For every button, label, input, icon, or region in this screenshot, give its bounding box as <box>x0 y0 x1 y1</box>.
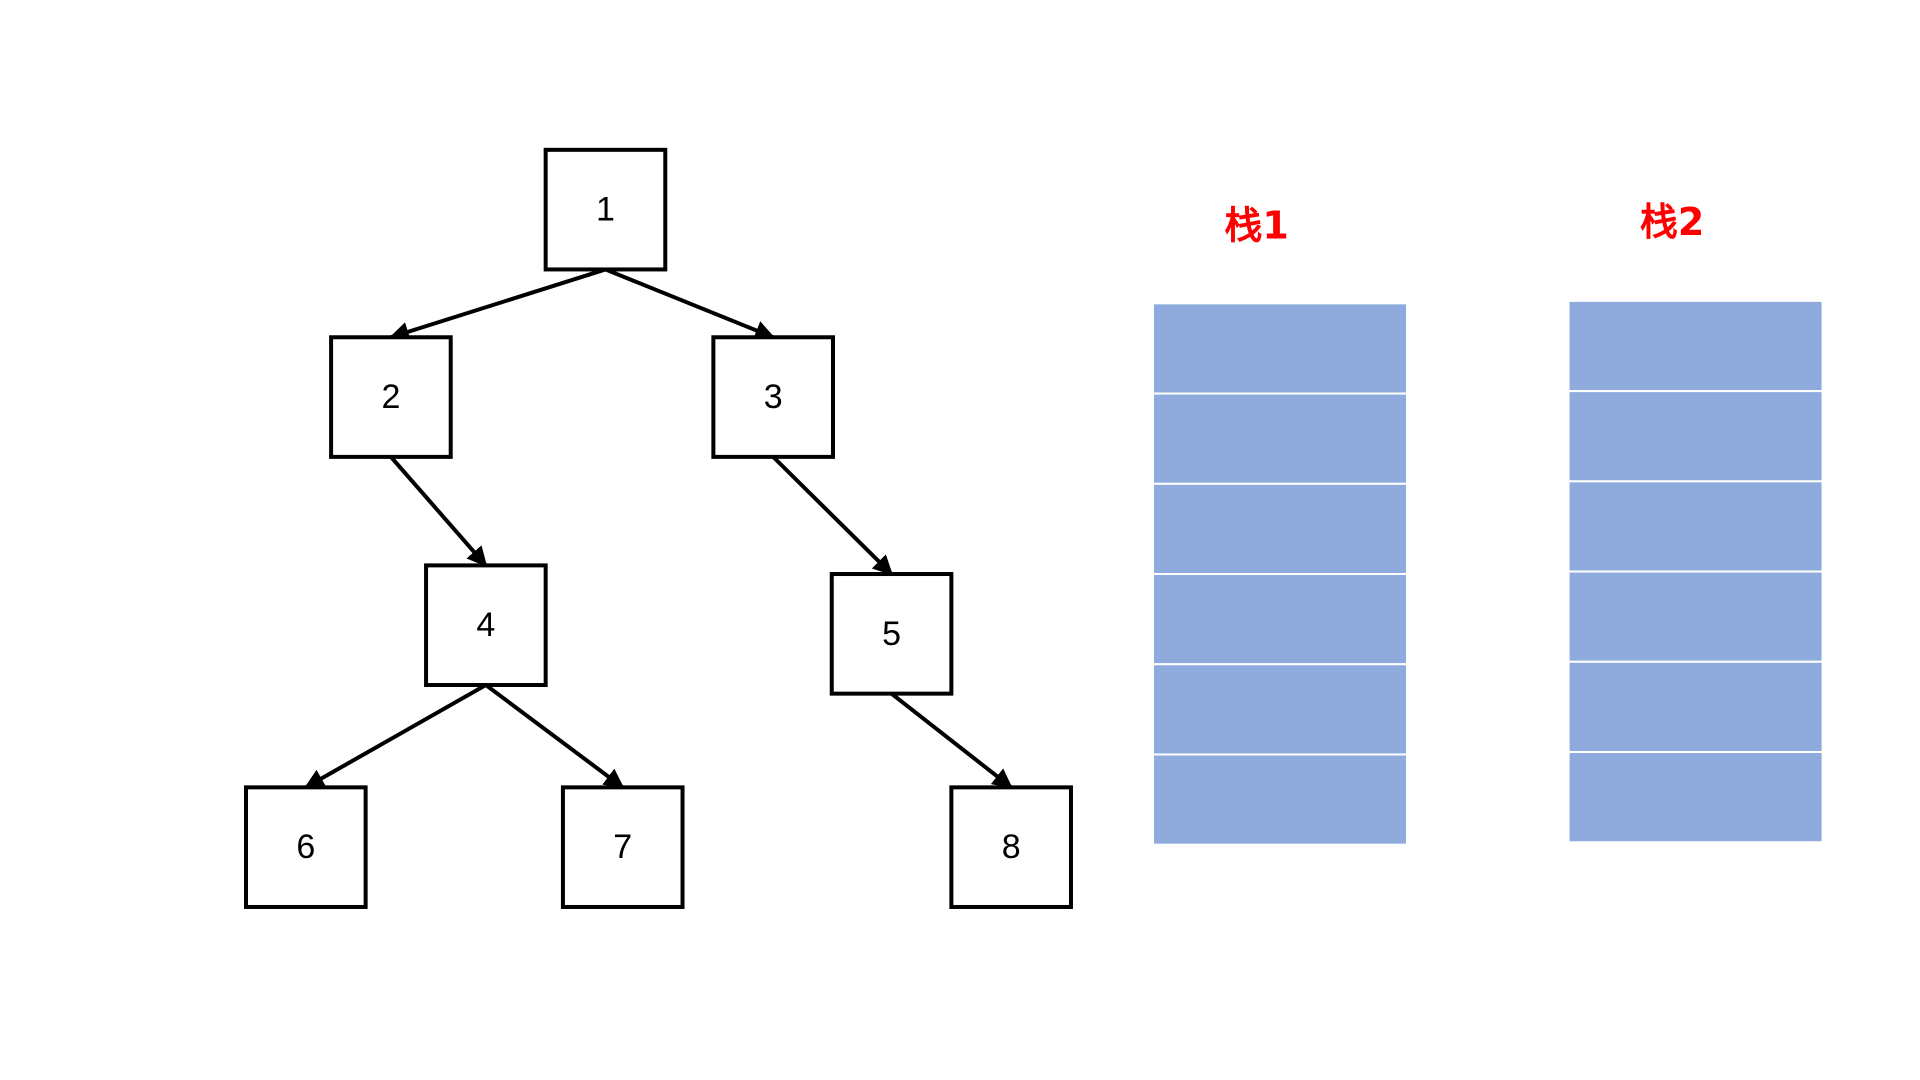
tree-node-box <box>560 785 685 909</box>
tree-node-label: 4 <box>476 606 495 644</box>
stack-1-slot <box>1151 663 1409 756</box>
tree-nodes: 1 2 3 4 5 6 7 8 <box>244 147 1073 909</box>
tree-edges <box>304 267 1013 790</box>
stack-1-slot <box>1151 302 1409 395</box>
tree-node-label: 8 <box>1002 828 1021 866</box>
tree-node-label: 5 <box>882 615 901 653</box>
tree-edge-4-7 <box>484 683 625 789</box>
stack-1-slot <box>1151 482 1409 576</box>
tree-edge-3-5 <box>771 455 893 576</box>
tree-node-box <box>543 147 668 272</box>
stack-2-slot <box>1567 751 1824 844</box>
tree-node-4: 4 <box>424 563 548 688</box>
tree-node-7: 7 <box>560 785 685 909</box>
tree-node-box <box>949 785 1073 909</box>
tree-edge-1-2 <box>388 267 607 342</box>
stack-1-slot <box>1151 392 1409 485</box>
tree-node-6: 6 <box>244 785 368 909</box>
tree-edge-1-3 <box>604 267 776 340</box>
tree-node-8: 8 <box>949 785 1073 909</box>
stack-2-slot <box>1567 390 1824 483</box>
tree-node-2: 2 <box>329 335 453 459</box>
tree-edge-2-4 <box>389 455 488 567</box>
stack-2: 栈2 <box>1567 200 1824 844</box>
stack-2-slot <box>1567 299 1824 393</box>
stack-2-slot <box>1567 570 1824 663</box>
stack-2-title: 栈2 <box>1640 200 1704 244</box>
stack-2-slot <box>1567 480 1824 573</box>
stack-1-slot <box>1151 573 1409 666</box>
tree-edge-4-6 <box>304 683 487 790</box>
tree-node-3: 3 <box>711 335 835 459</box>
stack-1-slot <box>1151 753 1409 846</box>
tree-edge-5-8 <box>890 692 1013 789</box>
tree-node-5: 5 <box>829 572 954 696</box>
tree-node-box <box>424 563 548 688</box>
tree-node-label: 7 <box>613 828 632 866</box>
tree-node-box <box>829 572 954 696</box>
tree-node-label: 3 <box>764 378 783 416</box>
tree-node-label: 2 <box>381 378 400 416</box>
stack-1: 栈1 <box>1151 204 1409 846</box>
stacks: 栈1 栈2 <box>1151 200 1824 846</box>
tree-node-label: 1 <box>596 191 615 229</box>
tree-node-box <box>711 335 835 459</box>
stack-2-slot <box>1567 660 1824 754</box>
tree-node-box <box>244 785 368 909</box>
tree-node-box <box>329 335 453 459</box>
tree-node-label: 6 <box>296 828 315 866</box>
stack-1-title: 栈1 <box>1224 204 1288 248</box>
tree-node-1: 1 <box>543 147 668 272</box>
